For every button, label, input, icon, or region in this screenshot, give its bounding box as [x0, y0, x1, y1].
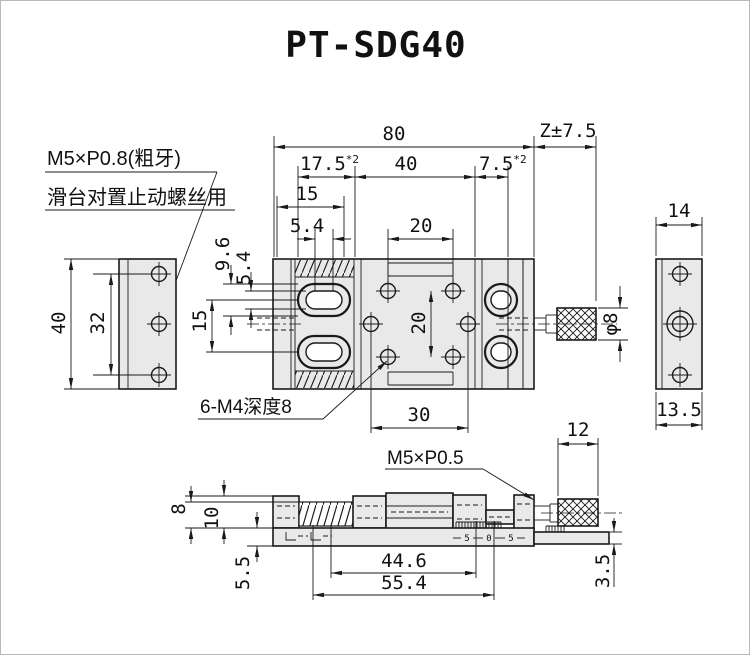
left-slots: [296, 282, 352, 370]
label-m4-holes: 6-M4深度8: [200, 396, 292, 418]
knurled-knob-front: [557, 498, 599, 527]
label-screw-spec: M5×P0.5: [387, 448, 464, 469]
dim-plate-thickness: 3.5: [592, 554, 614, 588]
dim-w15: 15: [296, 183, 319, 205]
left-plate-holes: [147, 262, 171, 387]
base-bar: [272, 527, 535, 547]
dim-w20: 20: [410, 215, 433, 237]
dim-len-b: 55.4: [381, 572, 427, 594]
dim-left-height: 40: [48, 312, 70, 335]
side-plate-holes: [663, 262, 697, 387]
left-view: 40 32: [48, 258, 177, 390]
dim-h10: 10: [201, 507, 223, 530]
top-view: [247, 258, 617, 390]
set-screw-hidden-lines: [247, 317, 531, 331]
front-hidden-lines: [277, 503, 531, 521]
right-slots: [483, 259, 524, 389]
vernier-label-right: 5: [508, 534, 513, 544]
dim-knob-dia: φ8: [600, 313, 622, 336]
vernier-label-left: 5: [464, 534, 469, 544]
top-view-dimensions: 80 Z±7.5 17.5*2 40 7.5*2 15 5.4 20 9.6 5…: [189, 120, 597, 433]
base-tongue: [533, 531, 610, 545]
dim-v15: 15: [189, 310, 211, 333]
dim-pitch30: 30: [408, 404, 431, 426]
page-title: PT-SDG40: [285, 25, 466, 66]
dim-v20: 20: [408, 312, 430, 335]
dim-overall-width: 80: [383, 123, 406, 145]
dim-v54: 5.4: [233, 251, 255, 285]
note-line1: M5×P0.8(粗牙): [47, 147, 181, 170]
dim-base-height: 5.5: [232, 556, 254, 590]
dim-travel: Z±7.5: [539, 120, 596, 142]
side-view: 14 13.5 φ8: [598, 200, 703, 430]
base-notches: [285, 532, 332, 541]
dim-seg-c: 7.5*2: [479, 153, 527, 175]
dim-side-depth: 13.5: [656, 399, 702, 421]
dim-v96: 9.6: [212, 237, 234, 271]
dim-seg-a: 17.5*2: [300, 153, 359, 175]
dim-knob-length: 12: [567, 419, 590, 441]
dim-h8: 8: [168, 503, 190, 514]
front-view: 5 0 5 M5×P0.5 12 8 10: [168, 419, 625, 600]
note-line2: 滑台对置止动螺丝用: [47, 186, 227, 209]
dim-w54: 5.4: [290, 215, 324, 237]
lead-screw-thread: [298, 501, 354, 527]
adjust-knob-top: [496, 307, 617, 341]
dim-side-width: 14: [668, 200, 691, 222]
dim-seg-b: 40: [395, 153, 418, 175]
dim-left-pitch: 32: [87, 312, 109, 335]
stage-body: [272, 258, 535, 390]
thread-note: M5×P0.8(粗牙) 滑台对置止动螺丝用: [45, 147, 235, 319]
m4-holes: [359, 279, 480, 369]
vernier-label-zero: 0: [486, 534, 491, 544]
dim-len-a: 44.6: [381, 550, 427, 572]
rail-thread-hatch: [295, 260, 354, 388]
